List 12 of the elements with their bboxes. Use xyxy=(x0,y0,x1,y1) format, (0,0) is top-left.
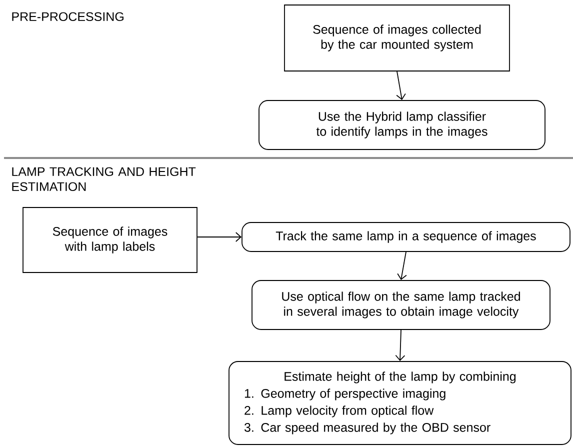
process-box: Sequence of images collected by the car mounted system xyxy=(284,4,510,72)
rounded-process-box: Track the same lamp in a sequence of images xyxy=(242,222,570,252)
rounded-process-box: Use the Hybrid lamp classifier to identify lamps in the images xyxy=(258,100,546,150)
arrow xyxy=(197,232,242,242)
rounded-process-box: Estimate height of the lamp by combining 1. Geometry of perspective imaging 2. Lamp velocity from optical flow 3. Car speed measured by the OBD sensor xyxy=(228,361,572,445)
section-heading: PRE-PROCESSING xyxy=(12,12,124,22)
arrow xyxy=(397,252,407,280)
arrow xyxy=(395,330,406,362)
section-heading: LAMP TRACKING AND HEIGHT ESTIMATION xyxy=(12,167,196,192)
rounded-process-box: Use optical flow on the same lamp tracked in several images to obtain image velocity xyxy=(252,280,550,330)
process-box: Sequence of images with lamp labels xyxy=(22,207,198,273)
arrow xyxy=(396,71,406,100)
